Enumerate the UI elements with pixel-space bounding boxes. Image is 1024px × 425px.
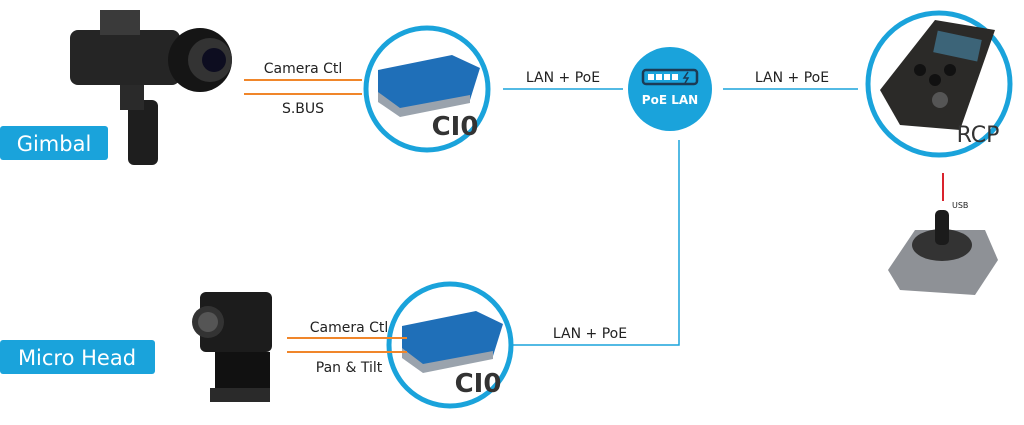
sbus-label: S.BUS bbox=[282, 101, 324, 117]
poe-lan-switch: PoE LAN bbox=[628, 47, 712, 131]
lightning-icon bbox=[682, 71, 690, 84]
pan-tilt-label: Pan & Tilt bbox=[316, 360, 383, 376]
micro-head-image bbox=[192, 292, 272, 402]
rcp-lan-label: LAN + PoE bbox=[755, 70, 829, 86]
gimbal-label: Gimbal bbox=[17, 132, 92, 156]
micro-head-label: Micro Head bbox=[18, 346, 136, 370]
gimbal-camera-image bbox=[70, 10, 232, 165]
cio-bottom-label: CI0 bbox=[455, 369, 502, 399]
poe-lan-label: PoE LAN bbox=[642, 93, 698, 107]
head-camera-ctl-label: Camera Ctl bbox=[310, 320, 389, 336]
cio-top-node: CI0 bbox=[363, 25, 491, 153]
cio-bottom-lan-label: LAN + PoE bbox=[553, 326, 627, 342]
gimbal-tag bbox=[0, 126, 108, 160]
cio-bottom-node: CI0 bbox=[386, 281, 514, 409]
cio-bottom-lan-line bbox=[500, 140, 680, 346]
micro-head-tag bbox=[0, 340, 155, 374]
cio-top-lan-label: LAN + PoE bbox=[526, 70, 600, 86]
rcp-label: RCP bbox=[957, 123, 1000, 148]
switch-icon bbox=[641, 68, 699, 86]
joystick-image bbox=[888, 210, 998, 295]
rcp-node: RCP bbox=[865, 10, 1013, 158]
cio-top-label: CI0 bbox=[432, 112, 479, 142]
camera-ctl-label: Camera Ctl bbox=[264, 61, 343, 77]
usb-label: USB bbox=[952, 201, 968, 210]
